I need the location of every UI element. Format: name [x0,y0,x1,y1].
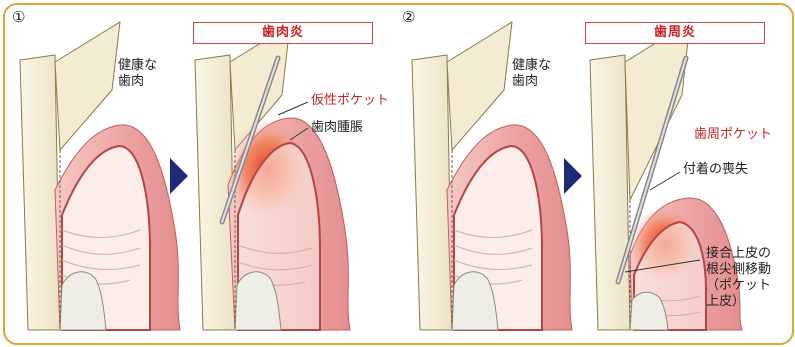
healthy-gum-label-1: 健康な 歯肉 [118,58,157,90]
panel-1-number: ① [12,8,25,26]
epithelium-migration-label: 接合上皮の 根尖側移動 （ポケット 上皮） [706,246,771,310]
attachment-loss-label: 付着の喪失 [683,162,748,178]
pseudo-pocket-label: 仮性ポケット [311,93,389,109]
progression-arrow-1 [170,158,188,194]
healthy-gum-label-2: 健康な 歯肉 [512,58,551,90]
gingivitis-illustration [195,25,350,330]
panel-2-number: ② [402,8,415,26]
periodontitis-title: 歯周炎 [585,22,765,44]
gum-swelling-label: 歯肉腫脹 [311,120,363,136]
progression-arrow-2 [564,158,582,194]
periodontal-pocket-label: 歯周ポケット [694,127,772,143]
gingivitis-title: 歯肉炎 [193,22,373,44]
